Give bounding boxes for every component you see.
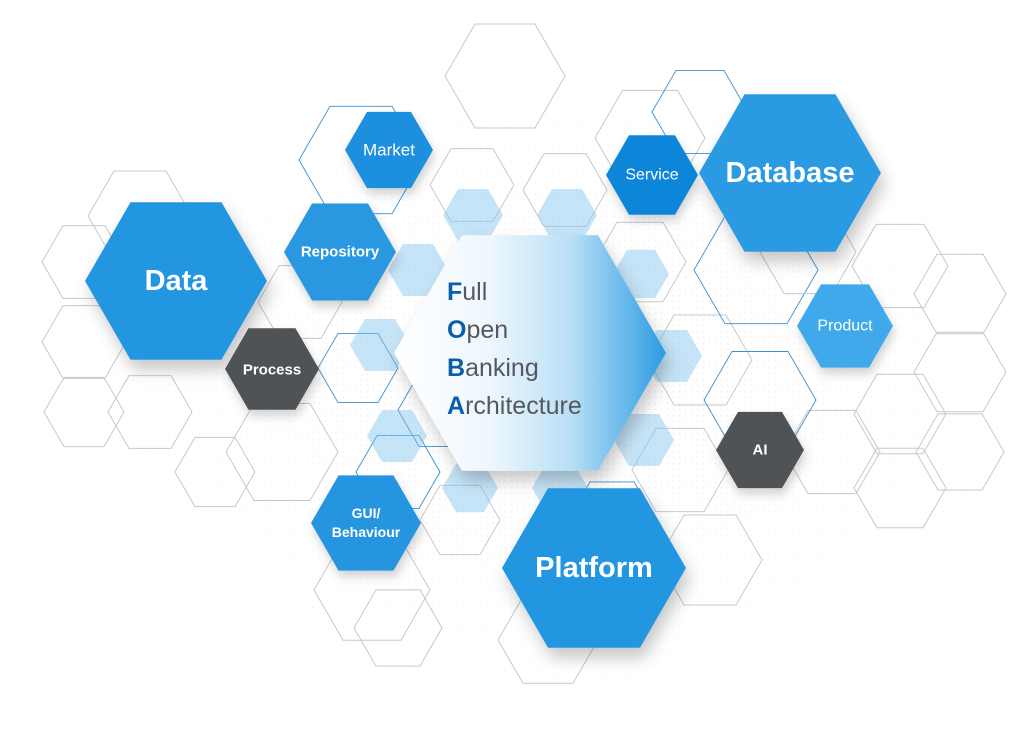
- platform-hexagon: [502, 488, 686, 648]
- outline-hexagon: [853, 447, 947, 529]
- process-hexagon: [225, 328, 319, 410]
- node-data: Data: [85, 202, 267, 360]
- faint-hexagon: [367, 410, 427, 462]
- outline-hexagon: [298, 105, 424, 215]
- market-label: Market: [363, 141, 415, 160]
- repository-hexagon: [284, 203, 396, 301]
- faint-hexagon: [614, 414, 674, 466]
- data-hexagon: [85, 202, 267, 360]
- repository-label: Repository: [301, 244, 380, 261]
- outline-hexagon: [225, 403, 339, 501]
- faint-hexagon: [350, 319, 410, 371]
- acronym-line-full: Full: [447, 278, 487, 306]
- outline-hexagon: [853, 373, 947, 455]
- center-hexagon-shape: [394, 235, 666, 471]
- outline-hexagon: [913, 331, 1007, 413]
- center-hexagon: [394, 235, 666, 471]
- outline-hexagon: [522, 153, 608, 227]
- outline-hexagon: [419, 484, 501, 556]
- node-repository: Repository: [284, 203, 396, 301]
- node-platform: Platform: [502, 488, 686, 648]
- node-ai: AI: [716, 411, 804, 489]
- gui-label-line2: Behaviour: [332, 524, 401, 540]
- product-label: Product: [817, 318, 873, 335]
- gui-label-line1: GUI/: [352, 505, 381, 521]
- node-market: Market: [345, 111, 433, 189]
- faint-hexagons: [350, 189, 702, 513]
- acronym-line-banking: Banking: [447, 354, 539, 382]
- node-database: Database: [699, 94, 881, 252]
- node-product: Product: [797, 284, 893, 368]
- outline-hexagon: [631, 427, 729, 513]
- gui-behaviour-hexagon: [311, 475, 421, 571]
- platform-label: Platform: [535, 552, 653, 584]
- outline-hexagon: [107, 375, 193, 449]
- database-label: Database: [726, 157, 855, 189]
- faint-hexagon: [443, 189, 503, 241]
- outline-hexagon: [913, 253, 1007, 335]
- ai-hexagon: [716, 411, 804, 489]
- outline-hexagon: [43, 376, 125, 448]
- faint-hexagon: [388, 244, 448, 296]
- acronym-line-open: Open: [447, 316, 508, 344]
- node-process: Process: [225, 328, 319, 410]
- ai-label: AI: [753, 442, 768, 459]
- outline-hexagon: [915, 413, 1005, 491]
- process-label: Process: [243, 362, 301, 379]
- data-label: Data: [145, 265, 209, 297]
- outline-hexagon: [444, 23, 566, 129]
- faint-hexagon: [537, 189, 597, 241]
- acronym-line-architecture: Architecture: [447, 392, 582, 420]
- service-hexagon: [606, 135, 698, 215]
- market-hexagon: [345, 111, 433, 189]
- service-label: Service: [625, 167, 678, 184]
- outline-hexagon: [851, 223, 949, 309]
- product-hexagon: [797, 284, 893, 368]
- acronym-block: Full Open Banking Architecture: [447, 278, 582, 420]
- outline-hexagon: [355, 435, 441, 509]
- faint-hexagon: [442, 463, 498, 513]
- outline-hexagon: [353, 589, 443, 667]
- node-gui-behaviour: GUI/ Behaviour: [311, 475, 421, 571]
- node-service: Service: [606, 135, 698, 215]
- database-hexagon: [699, 94, 881, 252]
- outline-hexagon: [429, 148, 515, 222]
